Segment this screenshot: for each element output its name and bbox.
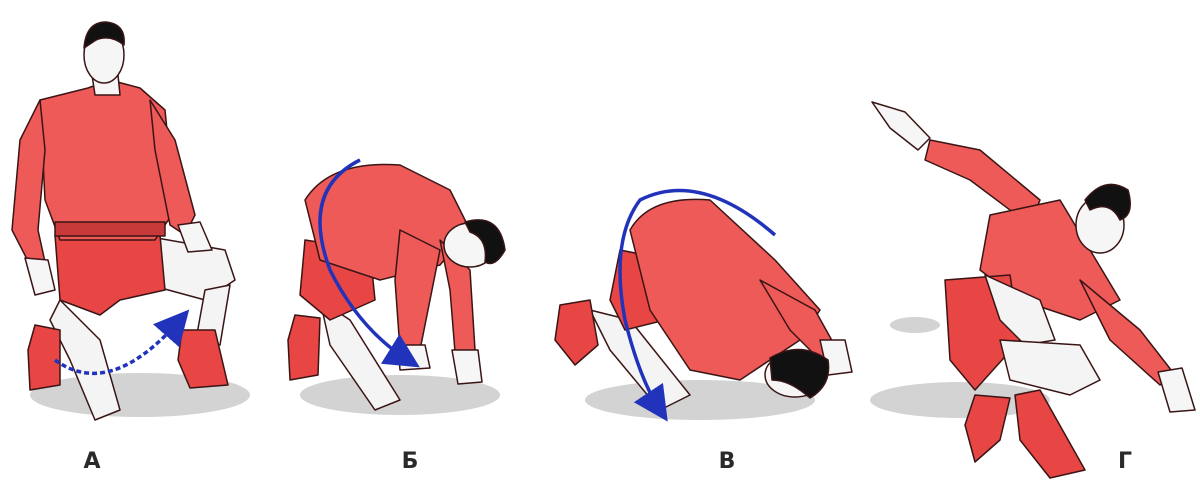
panel-b-arm [395,230,440,350]
panel-a-left-hand [25,258,55,295]
panel-d-rear-boot [965,395,1010,462]
panel-b-hand-2 [452,350,482,384]
panel-a-rear-boot [28,325,60,390]
panel-d-rising-fighter [870,102,1195,478]
panel-label-d: Г [1118,449,1132,474]
panel-c-rolling-fighter [555,199,852,420]
panel-d-lower-hand [1158,368,1195,412]
panel-a-left-arm [12,100,45,265]
panel-label-c: В [719,449,736,474]
panel-c-boot [555,300,598,365]
panel-b-boot [288,315,320,380]
panel-d-raised-hand [872,102,930,150]
panel-a-jacket [40,80,175,240]
panel-b-crouching-fighter [288,164,505,415]
panel-a-belt [55,222,165,236]
panel-d-front-boot [1015,390,1085,478]
panel-a-shorts [55,235,165,315]
panel-a-kneeling-fighter [12,22,250,420]
panel-label-b: Б [402,449,419,474]
panel-label-a: А [83,449,100,474]
panel-d-shadow-small [890,317,940,333]
